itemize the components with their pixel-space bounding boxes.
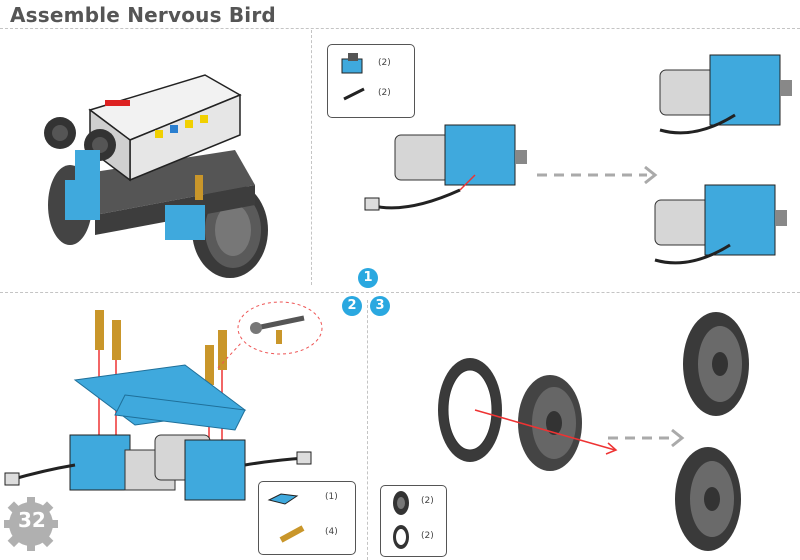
panel-divider-vertical-top bbox=[311, 30, 312, 285]
assembled-robot-illustration bbox=[44, 74, 268, 278]
motor-with-cable-illustration bbox=[364, 124, 527, 211]
page-number: 32 bbox=[18, 508, 46, 532]
parts-box-2-qty-2: (4) bbox=[325, 527, 338, 537]
arrow-right-dashed bbox=[537, 165, 658, 185]
chassis-assembly-illustration bbox=[4, 310, 312, 501]
wrench-callout bbox=[237, 301, 323, 355]
motor-mount-icon bbox=[341, 53, 363, 74]
parts-box-2-qty-1: (1) bbox=[325, 492, 338, 502]
parts-box-3-qty-2: (2) bbox=[421, 531, 434, 541]
panel-divider-horizontal bbox=[0, 292, 800, 293]
assembled-wheel-bottom-illustration bbox=[675, 447, 741, 551]
tire-icon bbox=[393, 525, 409, 549]
assembled-motor-top-illustration bbox=[659, 54, 792, 135]
step-1-badge: 1 bbox=[358, 268, 378, 288]
parts-box-1-qty-2: (2) bbox=[378, 88, 391, 98]
cable-icon bbox=[343, 87, 365, 101]
wheel-assembly-illustration bbox=[438, 358, 618, 471]
callout-dashed-line bbox=[217, 341, 243, 369]
title-divider bbox=[0, 28, 800, 29]
parts-box-3-qty-1: (2) bbox=[421, 496, 434, 506]
parts-box-2: (1) (4) bbox=[258, 481, 356, 555]
standoff-icon bbox=[279, 525, 305, 543]
assembled-motor-bottom-illustration bbox=[654, 184, 787, 265]
arrow-right-dashed-wheels bbox=[608, 428, 685, 448]
page-title: Assemble Nervous Bird bbox=[10, 3, 276, 27]
gear-wheel-icon bbox=[393, 491, 409, 515]
page-number-gear-icon bbox=[4, 497, 58, 551]
bracket-icon bbox=[267, 493, 299, 505]
panel-divider-vertical-bottom bbox=[367, 300, 368, 560]
assembled-wheel-top-illustration bbox=[683, 312, 749, 416]
parts-box-1: (2) (2) bbox=[327, 44, 415, 118]
parts-box-1-qty-1: (2) bbox=[378, 58, 391, 68]
step-2-badge: 2 bbox=[342, 296, 362, 316]
parts-box-3: (2) (2) bbox=[380, 485, 447, 557]
step-3-badge: 3 bbox=[370, 296, 390, 316]
